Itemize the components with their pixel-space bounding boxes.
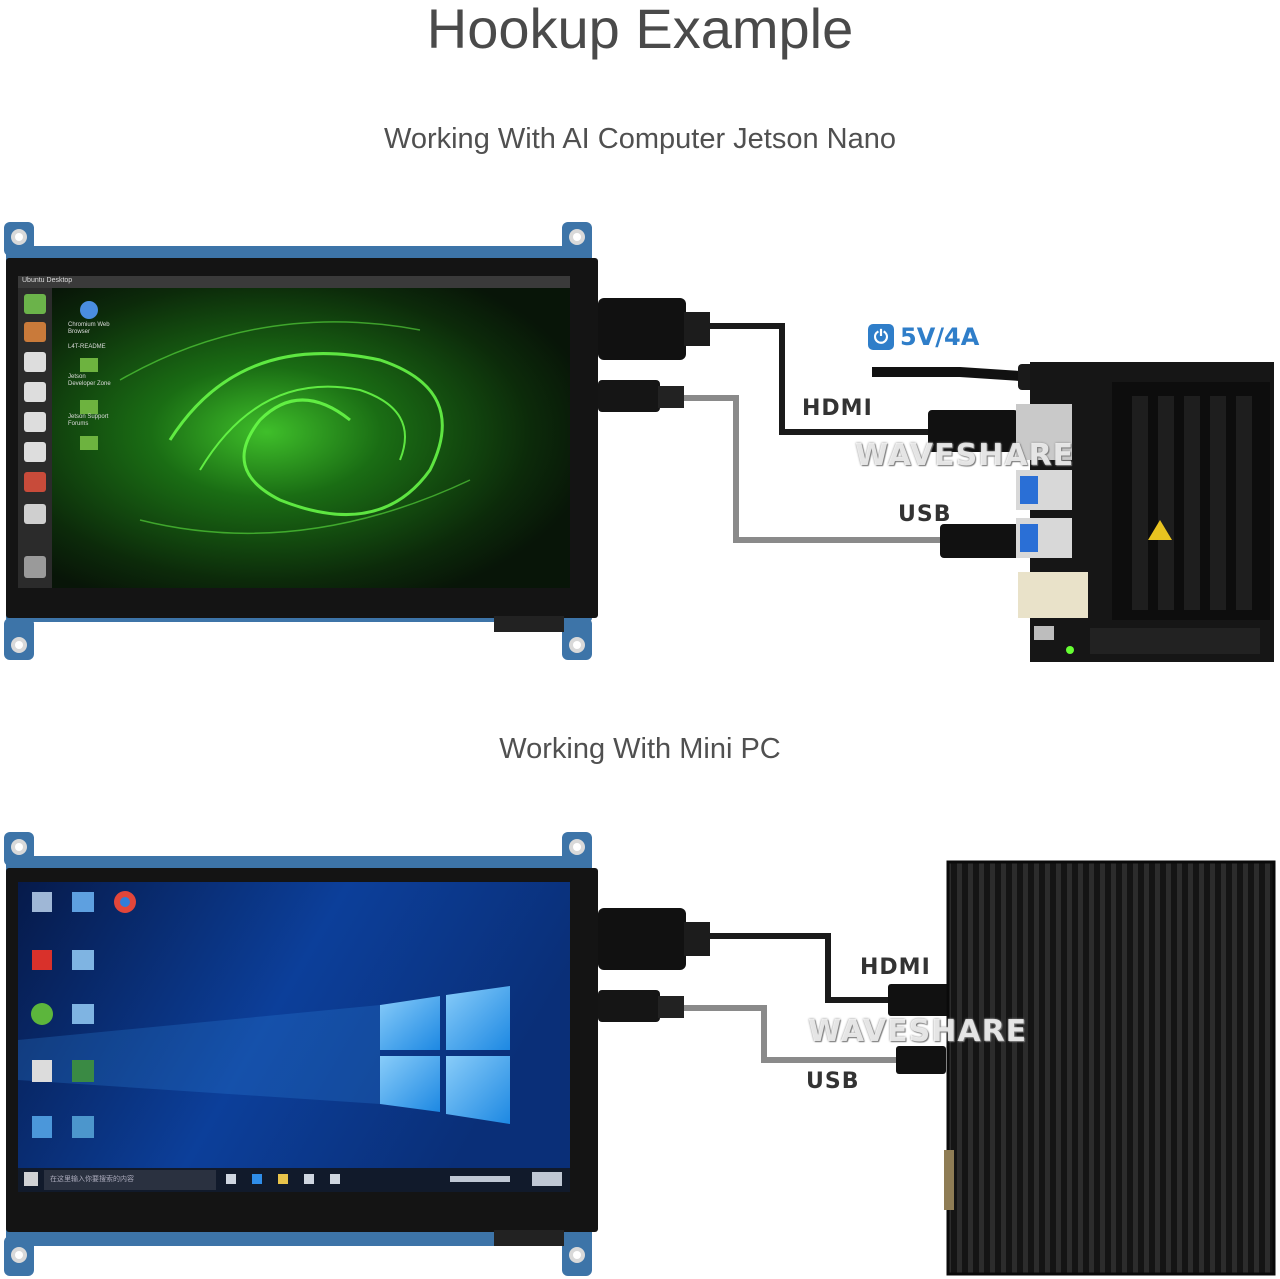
lcd-display-1 — [4, 222, 598, 660]
page-title: Hookup Example — [426, 0, 854, 60]
power-cable — [872, 367, 1021, 381]
hdmi-plug-display-1 — [598, 298, 710, 360]
usb-label-2: USB — [806, 1069, 860, 1094]
screen-title-1: Ubuntu Desktop — [22, 277, 73, 284]
desktop-icon-label-3: Jetson Developer Zone — [68, 374, 111, 387]
usb-plug-display-2 — [598, 990, 684, 1022]
watermark-2: WAVESHARE — [808, 1014, 1028, 1049]
desktop-icon-label-2: L4T-README — [68, 344, 106, 350]
hdmi-label-1: HDMI — [802, 396, 873, 421]
hdmi-cable-1 — [710, 323, 928, 435]
jetson-nano-board — [1016, 362, 1274, 662]
usb-cable-2 — [684, 1005, 900, 1063]
mini-pc — [944, 860, 1276, 1276]
desktop-icon-label-4: Jetson Support Forums — [68, 414, 109, 427]
section2-subtitle: Working With Mini PC — [499, 733, 781, 765]
section1-subtitle: Working With AI Computer Jetson Nano — [383, 123, 897, 155]
hdmi-plug-display-2 — [598, 908, 710, 970]
hdmi-cable-2 — [710, 933, 900, 1003]
watermark-1: WAVESHARE — [855, 438, 1075, 473]
desktop-icon-label-1: Chromium Web Browser — [68, 322, 110, 335]
usb-cable-1 — [684, 395, 940, 543]
power-spec: ⏻ 5V/4A — [868, 323, 979, 351]
power-label: 5V/4A — [900, 323, 980, 351]
usb-label-1: USB — [898, 502, 952, 527]
lcd-display-2 — [4, 832, 598, 1276]
hdmi-label-2: HDMI — [860, 955, 931, 980]
usb-plug-display-1 — [598, 380, 684, 412]
taskbar-search: 在这里输入你要搜索的内容 — [50, 1176, 134, 1183]
power-icon: ⏻ — [868, 324, 894, 350]
